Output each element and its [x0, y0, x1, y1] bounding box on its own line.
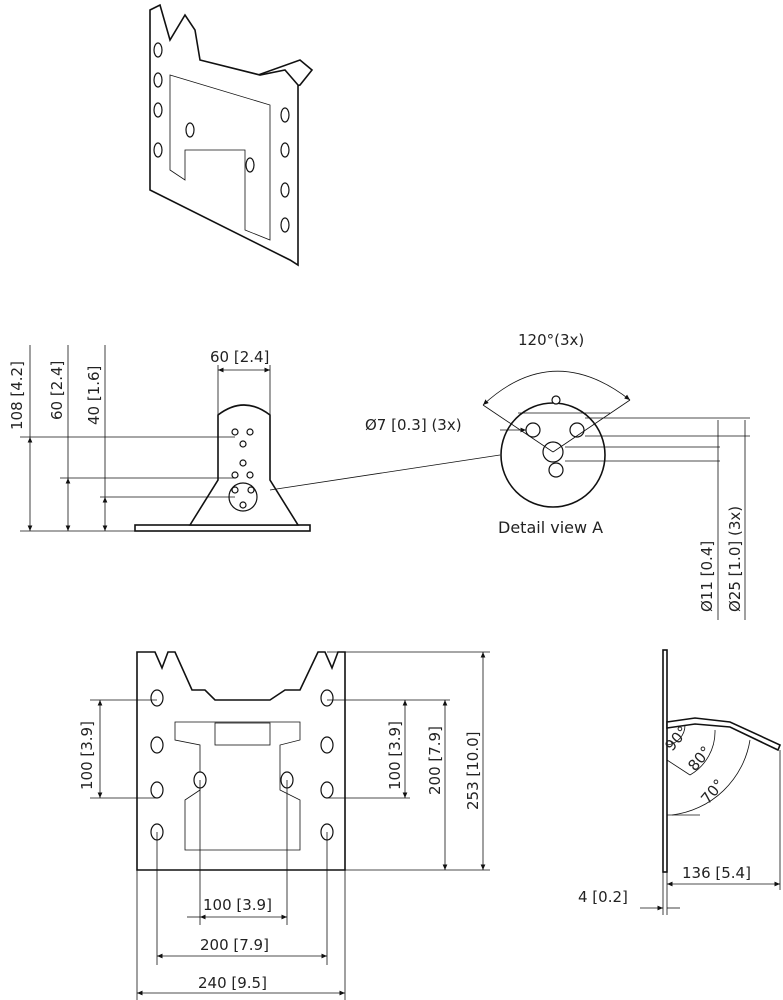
dim-angle-120: 120°(3x)	[518, 331, 584, 349]
dim-horizontal-200: 200 [7.9]	[200, 936, 269, 954]
dim-diameter-25: Ø25 [1.0] (3x)	[726, 506, 744, 612]
dim-width-240: 240 [9.5]	[198, 974, 267, 992]
detail-view-title: Detail view A	[498, 518, 603, 537]
dim-height-253: 253 [10.0]	[464, 731, 482, 810]
dim-left-100: 100 [3.9]	[78, 721, 96, 790]
detail-view-a: 120°(3x) Ø7 [0.3] (3x) Detail view A Ø11…	[365, 331, 750, 620]
dim-right-100: 100 [3.9]	[386, 721, 404, 790]
isometric-view	[149, 3, 314, 267]
dim-tab-width: 60 [2.4]	[210, 348, 269, 366]
dim-height-40: 40 [1.6]	[85, 366, 103, 425]
dim-diameter-11: Ø11 [0.4]	[698, 541, 716, 612]
dim-vertical-200: 200 [7.9]	[426, 726, 444, 795]
front-view: 100 [3.9] 100 [3.9] 200 [7.9] 253 [10.0]…	[78, 651, 490, 1000]
dim-thickness-4: 4 [0.2]	[578, 888, 628, 906]
side-view: 60 [2.4] 108 [4.2] 60 [2.4] 40 [1.6]	[8, 345, 501, 532]
dim-height-60: 60 [2.4]	[48, 361, 66, 420]
angle-80: 80°	[684, 743, 715, 775]
dim-horizontal-100: 100 [3.9]	[203, 896, 272, 914]
angle-70: 70°	[697, 776, 728, 808]
dim-depth-136: 136 [5.4]	[682, 864, 751, 882]
dim-hole-diameter: Ø7 [0.3] (3x)	[365, 416, 462, 434]
profile-view: 90° 80° 70° 136 [5.4] 4 [0.2]	[578, 649, 782, 915]
dim-height-108: 108 [4.2]	[8, 361, 26, 430]
